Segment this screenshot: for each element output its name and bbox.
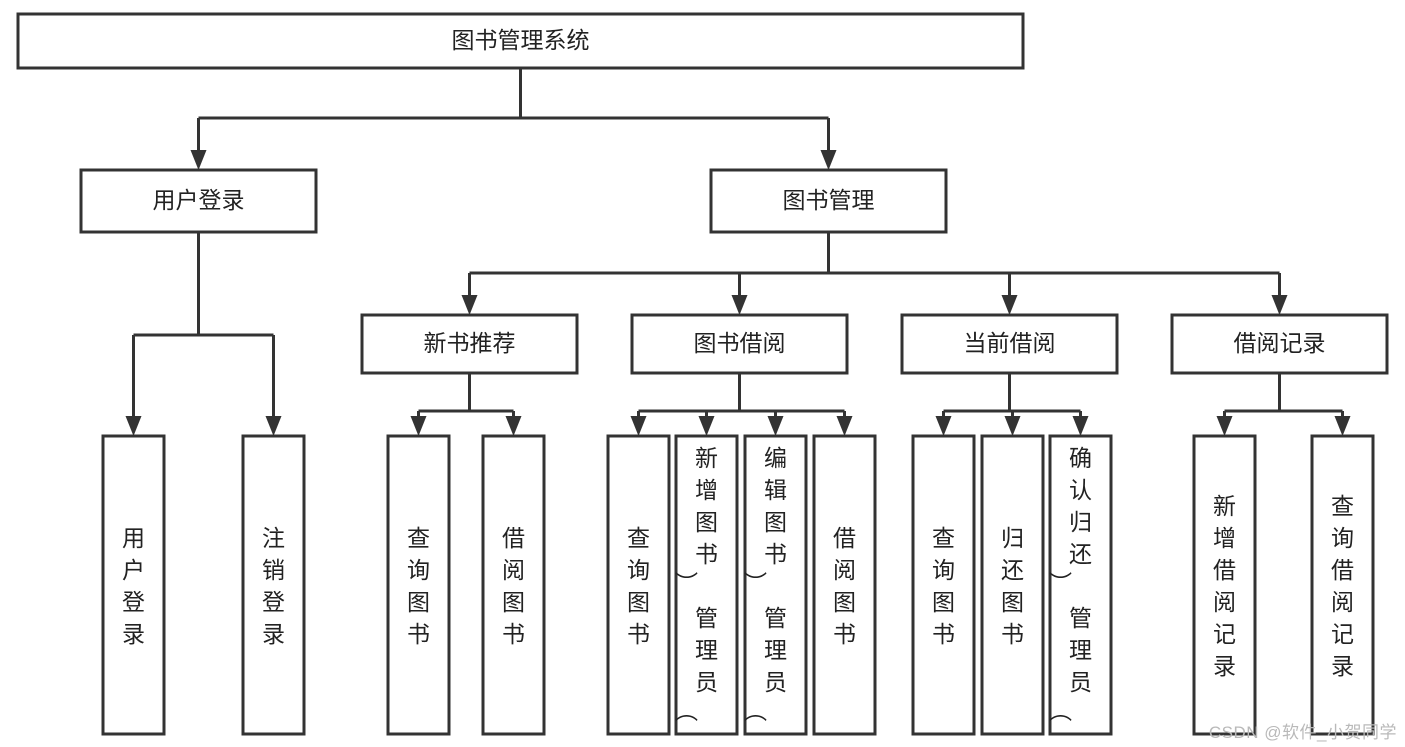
node-label: 当前借阅 — [964, 330, 1056, 356]
node-box — [674, 434, 739, 736]
node-box — [630, 313, 849, 375]
node-new-book-rec[interactable]: 新书推荐 — [360, 313, 579, 375]
arrow-head-icon — [1072, 416, 1089, 436]
node-book-borrow[interactable]: 图书借阅 — [630, 313, 849, 375]
node-leaf-confirm-return[interactable]: 确认归还（管理员） — [1048, 434, 1113, 736]
node-label: 新增图书（管理员） — [674, 445, 718, 722]
node-box — [386, 434, 451, 736]
arrow-head-icon — [1001, 295, 1018, 315]
node-box — [481, 434, 546, 736]
arrow-head-icon — [1334, 416, 1351, 436]
node-label: 新书推荐 — [424, 330, 516, 356]
node-label: 确认归还（管理员） — [1048, 445, 1092, 722]
arrow-head-icon — [698, 416, 715, 436]
node-label: 图书管理 — [783, 187, 875, 213]
node-box — [1310, 434, 1375, 736]
node-box — [1192, 434, 1257, 736]
arrow-head-icon — [125, 416, 142, 436]
node-label: 查询图书 — [932, 525, 955, 647]
node-book-manage[interactable]: 图书管理 — [709, 168, 948, 234]
node-leaf-borrow-book-1[interactable]: 借阅图书 — [481, 434, 546, 736]
node-leaf-return-book[interactable]: 归还图书 — [980, 434, 1045, 736]
node-box — [79, 168, 318, 234]
node-box — [743, 434, 808, 736]
node-root[interactable]: 图书管理系统 — [16, 12, 1025, 70]
node-leaf-query-record[interactable]: 查询借阅记录 — [1310, 434, 1375, 736]
node-label: 图书管理系统 — [452, 27, 590, 53]
node-box — [900, 313, 1119, 375]
node-user-login[interactable]: 用户登录 — [79, 168, 318, 234]
node-leaf-user-login[interactable]: 用户登录 — [101, 434, 166, 736]
node-box — [241, 434, 306, 736]
node-label: 查询图书 — [627, 525, 650, 647]
node-box — [101, 434, 166, 736]
arrow-head-icon — [461, 295, 478, 315]
arrow-head-icon — [935, 416, 952, 436]
arrow-head-icon — [836, 416, 853, 436]
node-box — [606, 434, 671, 736]
node-borrow-record[interactable]: 借阅记录 — [1170, 313, 1389, 375]
arrow-head-icon — [630, 416, 647, 436]
arrow-head-icon — [1271, 295, 1288, 315]
node-leaf-add-record[interactable]: 新增借阅记录 — [1192, 434, 1257, 736]
arrow-head-icon — [190, 150, 207, 170]
node-leaf-query-book-1[interactable]: 查询图书 — [386, 434, 451, 736]
node-leaf-borrow-book-2[interactable]: 借阅图书 — [812, 434, 877, 736]
node-label: 用户登录 — [122, 525, 145, 647]
node-box — [980, 434, 1045, 736]
arrow-head-icon — [1216, 416, 1233, 436]
node-current-borrow[interactable]: 当前借阅 — [900, 313, 1119, 375]
node-box — [16, 12, 1025, 70]
arrow-head-icon — [767, 416, 784, 436]
node-layer: 图书管理系统用户登录图书管理新书推荐图书借阅当前借阅借阅记录用户登录注销登录查询… — [16, 12, 1389, 736]
node-label: 借阅记录 — [1234, 330, 1326, 356]
node-box — [911, 434, 976, 736]
node-box — [1048, 434, 1113, 736]
node-leaf-query-book-3[interactable]: 查询图书 — [911, 434, 976, 736]
node-label: 借阅图书 — [833, 525, 856, 647]
node-leaf-add-book[interactable]: 新增图书（管理员） — [674, 434, 739, 736]
arrow-head-icon — [410, 416, 427, 436]
node-label: 编辑图书（管理员） — [743, 445, 787, 722]
arrow-head-icon — [265, 416, 282, 436]
node-box — [812, 434, 877, 736]
node-label: 新增借阅记录 — [1213, 493, 1236, 679]
arrow-head-icon — [1004, 416, 1021, 436]
node-label: 用户登录 — [153, 187, 245, 213]
node-label: 查询图书 — [407, 525, 430, 647]
node-leaf-edit-book[interactable]: 编辑图书（管理员） — [743, 434, 808, 736]
arrow-head-icon — [731, 295, 748, 315]
connector-layer — [125, 68, 1351, 436]
node-label: 图书借阅 — [694, 330, 786, 356]
node-label: 查询借阅记录 — [1331, 493, 1354, 679]
arrow-head-icon — [820, 150, 837, 170]
node-label: 归还图书 — [1001, 525, 1024, 647]
node-box — [360, 313, 579, 375]
node-leaf-logout[interactable]: 注销登录 — [241, 434, 306, 736]
node-label: 注销登录 — [262, 525, 285, 647]
node-box — [709, 168, 948, 234]
node-box — [1170, 313, 1389, 375]
arrow-head-icon — [505, 416, 522, 436]
node-label: 借阅图书 — [502, 525, 525, 647]
node-leaf-query-book-2[interactable]: 查询图书 — [606, 434, 671, 736]
